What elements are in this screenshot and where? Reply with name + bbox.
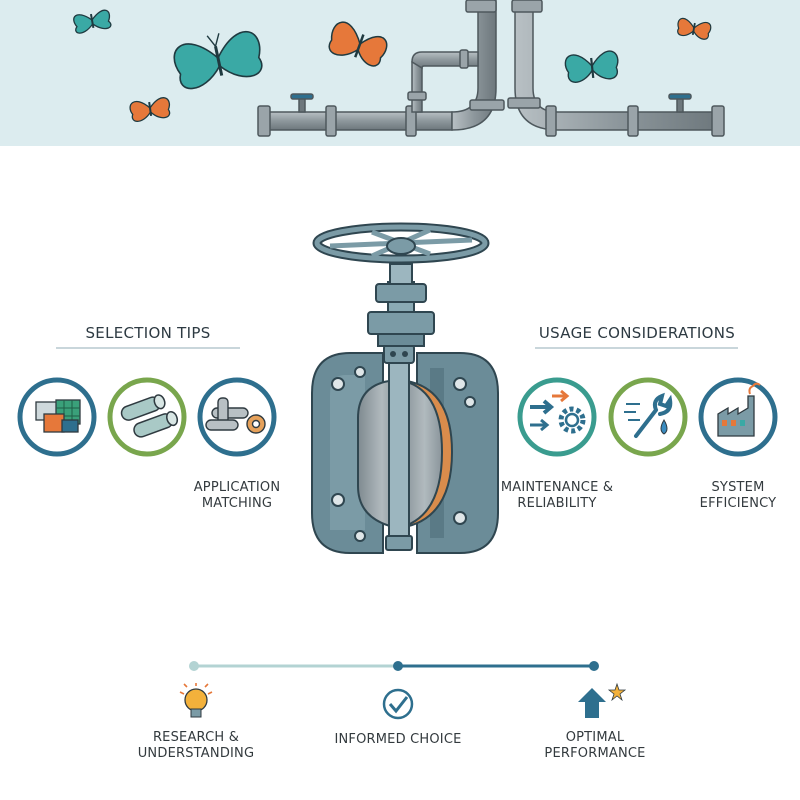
wrench-drop-icon — [608, 377, 688, 457]
arrows-gear-icon — [517, 377, 597, 457]
pipes-gear-icon — [197, 377, 277, 457]
pipes-icon — [107, 377, 187, 457]
informed-choice-label: INFORMED CHOICE — [334, 732, 462, 747]
timeline-node — [393, 661, 403, 671]
arrow-star-icon — [578, 682, 627, 718]
research-understanding-label: RESEARCH & UNDERSTANDING — [137, 730, 255, 761]
butterfly-icon — [564, 50, 619, 83]
factory-icon — [698, 377, 778, 457]
butterfly-icon — [73, 9, 112, 34]
butterfly-icon — [173, 30, 263, 90]
butterfly-icon — [677, 17, 712, 40]
system-efficiency-label: SYSTEM EFFICIENCY — [699, 480, 777, 511]
usage-considerations-heading: USAGE CONSIDERATIONS — [538, 324, 736, 342]
timeline-node — [589, 661, 599, 671]
optimal-performance-label: OPTIMAL PERFORMANCE — [544, 730, 646, 761]
pipe-network-right — [507, 0, 725, 137]
selection-tips-heading: SELECTION TIPS — [85, 324, 211, 342]
maintenance-reliability-label: MAINTENANCE & RELIABILITY — [500, 480, 614, 511]
pipe-network-left — [257, 0, 505, 137]
checkmark-icon — [382, 688, 414, 720]
butterfly-valve-illustration — [311, 222, 499, 554]
application-matching-label: APPLICATION MATCHING — [193, 480, 281, 511]
material-grid-icon — [17, 377, 97, 457]
lightbulb-icon — [179, 683, 213, 718]
timeline-node — [189, 661, 199, 671]
butterfly-icon — [129, 97, 171, 123]
butterfly-icon — [328, 21, 388, 67]
